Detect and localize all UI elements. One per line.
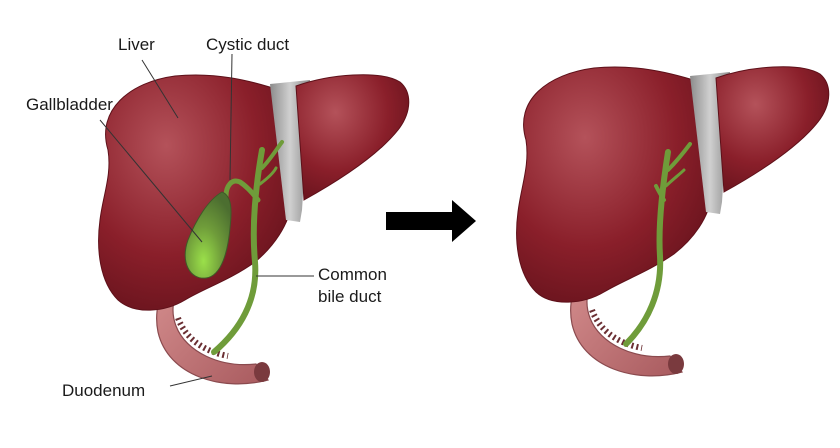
liver-right-lobe-after xyxy=(516,66,713,303)
liver-left-lobe-after xyxy=(715,66,830,193)
liver-before xyxy=(98,74,410,385)
liver-after xyxy=(516,66,830,377)
duodenum-label: Duodenum xyxy=(62,381,146,400)
gallbladder xyxy=(184,191,232,279)
common-bile-duct-label-line2: bile duct xyxy=(318,287,382,306)
liver-right-lobe-before xyxy=(98,74,293,311)
leader-lines xyxy=(99,53,314,387)
right-arrow-icon xyxy=(386,200,476,242)
common-bile-duct-label-line1: Common xyxy=(318,265,387,284)
bile-duct-tree-before xyxy=(211,140,284,355)
gallbladder-label: Gallbladder xyxy=(26,95,113,114)
liver-label: Liver xyxy=(118,35,155,54)
cystic-duct-label: Cystic duct xyxy=(206,35,290,54)
liver-left-lobe-before xyxy=(295,74,410,201)
bile-duct-tree-after xyxy=(623,142,692,347)
